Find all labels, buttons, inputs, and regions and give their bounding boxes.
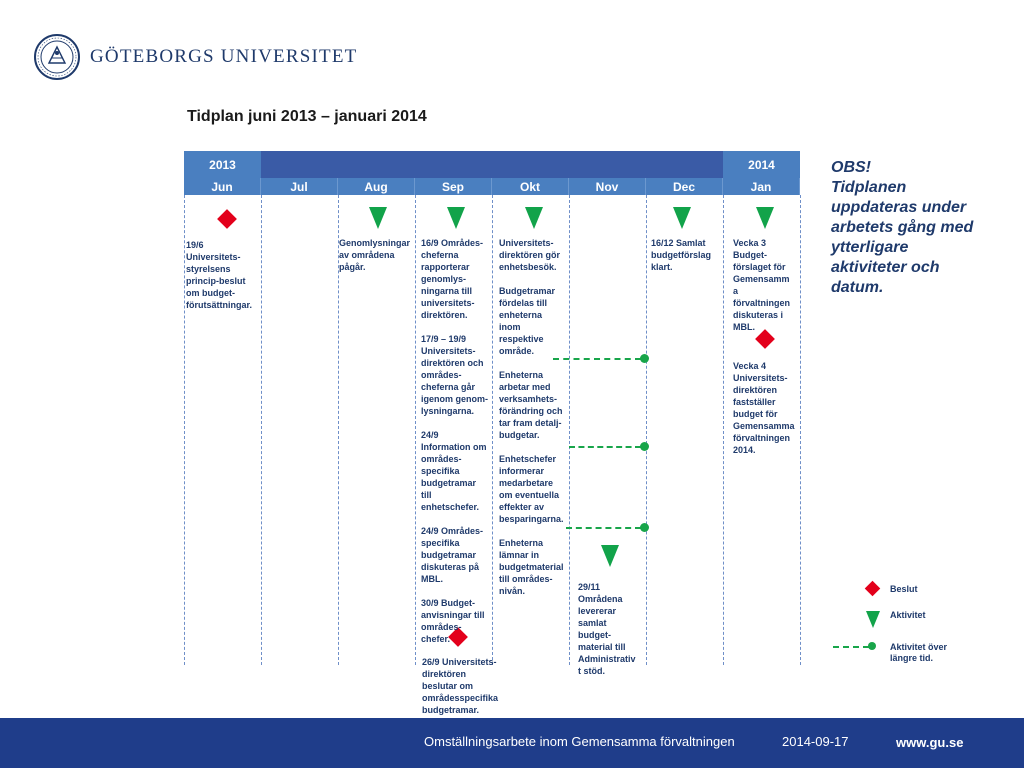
long-activity-line-icon	[566, 527, 641, 529]
university-seal-icon	[34, 34, 80, 80]
divider-line	[415, 195, 416, 665]
year-2014: 2014	[723, 151, 800, 178]
event-nov: 29/11 Områdena levererar samlat budget- …	[578, 582, 636, 676]
event-jan-week4: Vecka 4 Universitets- direktören faststä…	[733, 361, 795, 455]
legend-activity-label: Aktivitet	[890, 610, 926, 620]
event-sep-decision: 26/9 Universitets- direktören beslutar o…	[422, 657, 499, 715]
footer-bar: Omställningsarbete inom Gemensamma förva…	[0, 718, 1024, 768]
month-aug: Aug	[338, 178, 415, 195]
footer-date: 2014-09-17	[782, 734, 849, 749]
legend-activity-icon	[866, 611, 880, 628]
divider-line	[723, 195, 724, 665]
long-activity-line-icon	[569, 446, 641, 448]
long-activity-line-icon	[553, 358, 641, 360]
obs-note: OBS! Tidplanen uppdateras under arbetets…	[831, 159, 974, 296]
legend-decision-label: Beslut	[890, 584, 918, 594]
divider-line	[184, 195, 185, 665]
event-dec: 16/12 Samlat budgetförslag klart.	[651, 238, 711, 272]
event-okt: Universitets- direktören gör enhetsbesök…	[499, 238, 564, 596]
long-activity-end-dot	[640, 523, 649, 532]
activity-triangle-icon	[601, 545, 619, 567]
footer-subject: Omställningsarbete inom Gemensamma förva…	[424, 734, 735, 749]
divider-line	[646, 195, 647, 665]
event-sep: 16/9 Områdes- cheferna rapporterar genom…	[421, 238, 488, 644]
page-title: Tidplan juni 2013 – januari 2014	[187, 108, 427, 125]
month-dec: Dec	[646, 178, 723, 195]
legend-long-activity-dot	[868, 642, 876, 650]
long-activity-end-dot	[640, 442, 649, 451]
event-jun: 19/6 Universitets- styrelsens princip-be…	[186, 240, 253, 310]
month-okt: Okt	[492, 178, 569, 195]
activity-triangle-icon	[525, 207, 543, 229]
legend-decision-icon	[864, 580, 881, 597]
year-2013: 2013	[184, 151, 261, 178]
month-sep: Sep	[415, 178, 492, 195]
month-nov: Nov	[569, 178, 646, 195]
divider-line	[338, 195, 339, 665]
activity-triangle-icon	[447, 207, 465, 229]
month-jul: Jul	[261, 178, 338, 195]
month-jan: Jan	[723, 178, 800, 195]
decision-diamond-icon	[217, 209, 237, 229]
legend-long-activity-icon	[833, 646, 869, 648]
divider-line	[569, 195, 570, 665]
activity-triangle-icon	[369, 207, 387, 229]
divider-line	[261, 195, 262, 665]
divider-line	[492, 195, 493, 665]
legend-long-activity-label: Aktivitet över längre tid.	[890, 642, 948, 663]
year-bar	[261, 151, 723, 178]
long-activity-end-dot	[640, 354, 649, 363]
event-jan-week3: Vecka 3 Budget- förslaget för Gemensamm …	[733, 238, 791, 332]
activity-triangle-icon	[756, 207, 774, 229]
footer-url[interactable]: www.gu.se	[896, 735, 964, 750]
activity-triangle-icon	[673, 207, 691, 229]
divider-line	[800, 195, 801, 665]
month-jun: Jun	[184, 178, 261, 195]
university-name: GÖTEBORGS UNIVERSITET	[90, 46, 358, 67]
event-aug: Genomlysningar av områdena pågår.	[339, 238, 411, 272]
